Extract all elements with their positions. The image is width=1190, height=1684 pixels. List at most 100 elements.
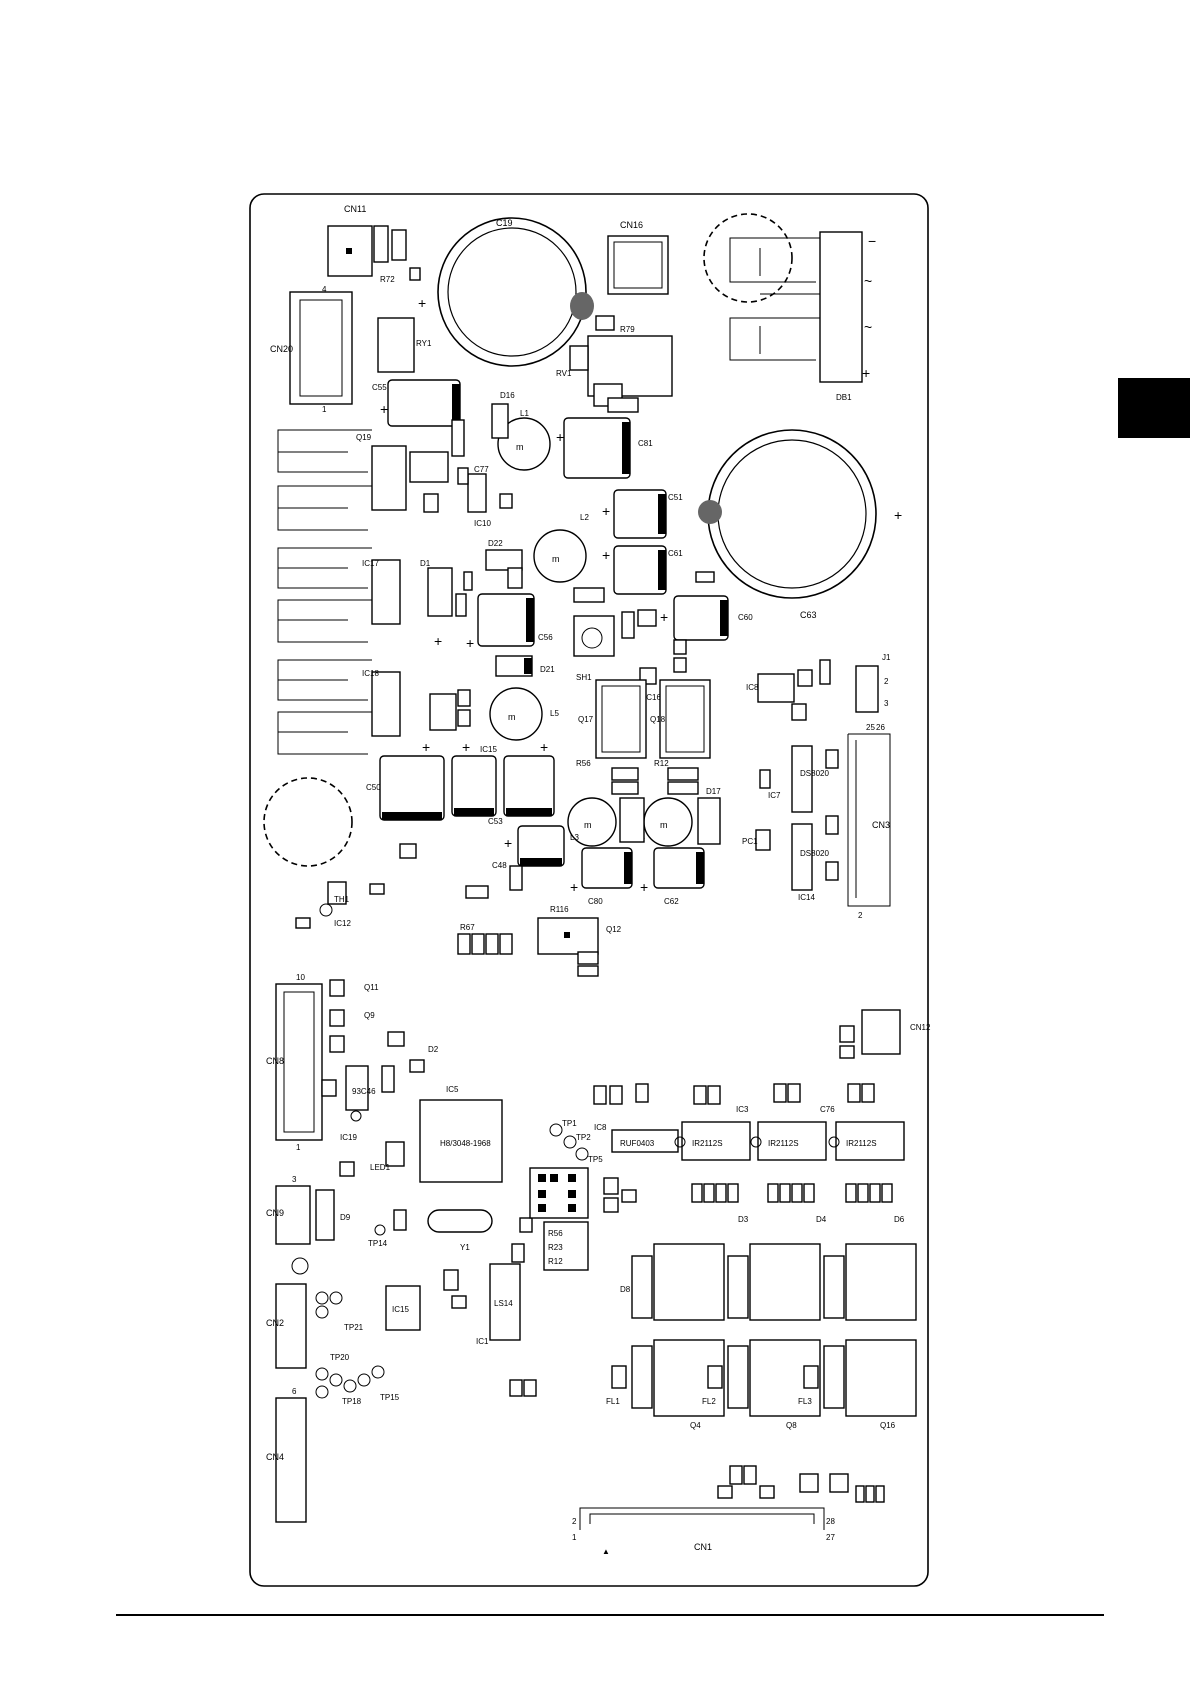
svg-text:1: 1: [296, 1143, 301, 1152]
resistor-r82: [797, 669, 813, 687]
svg-text:C80: C80: [588, 897, 603, 906]
svg-text:C61: C61: [668, 549, 683, 558]
resistor-r44: [707, 1085, 721, 1105]
svg-text:R12: R12: [654, 759, 669, 768]
svg-text:+: +: [504, 835, 512, 851]
resistor-r67: [603, 1197, 619, 1213]
svg-text:IC16: IC16: [644, 693, 661, 702]
svg-text:IC15: IC15: [480, 745, 497, 754]
svg-text:IC19: IC19: [340, 1133, 357, 1142]
svg-text:PC1: PC1: [742, 837, 758, 846]
ic10-body: [467, 473, 487, 513]
svg-text:D2: D2: [428, 1045, 439, 1054]
connector-cn3: CN3 25 26 2: [847, 723, 891, 920]
relay-ry1: RY1: [377, 317, 432, 373]
svg-text:28: 28: [826, 1517, 835, 1526]
svg-text:IC17: IC17: [362, 559, 379, 568]
svg-text:2: 2: [884, 677, 889, 686]
resistor-r22: [825, 815, 839, 835]
svg-text:IC3: IC3: [736, 1105, 749, 1114]
svg-text:R72: R72: [380, 275, 395, 284]
connector-cn9: CN9 3 D9: [266, 1175, 351, 1245]
electrolytic-cap-c60: + C60: [660, 595, 753, 641]
resistor-r110: [637, 609, 657, 627]
svg-text:93C46: 93C46: [352, 1087, 376, 1096]
svg-text:CN8: CN8: [266, 1056, 284, 1066]
svg-text:CN11: CN11: [344, 204, 366, 214]
inductor-l2: L2 m: [533, 513, 589, 583]
svg-text:D1: D1: [420, 559, 431, 568]
resistor-r40: [799, 1473, 819, 1493]
resistor-r42: [829, 1473, 849, 1493]
svg-text:m: m: [508, 712, 516, 722]
optocoupler-ic7: DS8020 IC7: [768, 745, 829, 813]
svg-text:IR2112S: IR2112S: [846, 1139, 877, 1148]
resistor-r70: [635, 1083, 649, 1103]
cap-c84: [295, 917, 311, 929]
svg-text:LED1: LED1: [370, 1163, 391, 1172]
resistor-r76: [673, 639, 687, 655]
inductor-l3: L3 m: [567, 797, 617, 847]
svg-text:CN2: CN2: [266, 1318, 284, 1328]
svg-text:C48: C48: [492, 861, 507, 870]
svg-text:TH1: TH1: [334, 895, 350, 904]
electrolytic-cap-c62: +: [503, 739, 555, 817]
svg-text:~: ~: [864, 319, 872, 335]
svg-text:TP20: TP20: [330, 1353, 350, 1362]
svg-text:R56: R56: [548, 1229, 563, 1238]
filter-fl3: [803, 1365, 819, 1389]
svg-text:3: 3: [292, 1175, 297, 1184]
resistor-r65: [593, 1085, 607, 1105]
resistor-r1: [509, 1379, 523, 1397]
cap-c40: [451, 1295, 467, 1309]
ic8-body: [757, 673, 795, 703]
filter-fl1: [611, 1365, 627, 1389]
resistor-r127: [621, 611, 635, 639]
svg-text:FL2: FL2: [702, 1397, 716, 1406]
pc1-body: [755, 829, 771, 851]
svg-text:C56: C56: [538, 633, 553, 642]
cap-c82: [695, 571, 715, 583]
svg-text:+: +: [640, 879, 648, 895]
connector-cn4: CN4 6: [266, 1387, 307, 1523]
svg-text:R12: R12: [548, 1257, 563, 1266]
resistor-r51: [743, 1465, 757, 1485]
svg-text:+: +: [462, 739, 470, 755]
resistor-r16: [825, 749, 839, 769]
diode-d16: [491, 403, 509, 439]
svg-text:Y1: Y1: [460, 1243, 470, 1252]
board-outline: [249, 193, 929, 1587]
svg-text:C60: C60: [738, 613, 753, 622]
svg-text:C51: C51: [668, 493, 683, 502]
svg-text:C53: C53: [488, 817, 503, 826]
gate-driver-ir2112s-3: IR2112S: [828, 1121, 905, 1161]
svg-text:CN4: CN4: [266, 1452, 284, 1462]
heatsink-ic17: IC17: [277, 547, 401, 643]
ic1-ls14: LS14 IC1: [476, 1263, 521, 1346]
svg-text:C63: C63: [800, 610, 817, 620]
svg-text:L2: L2: [580, 513, 589, 522]
svg-text:FL1: FL1: [606, 1397, 620, 1406]
cap-c31: [381, 1065, 395, 1093]
resistor-array-right: [845, 1183, 893, 1203]
resistor-r64: [609, 1085, 623, 1105]
cap-c59: [457, 689, 471, 707]
svg-text:m: m: [584, 820, 592, 830]
svg-text:~: ~: [864, 273, 872, 289]
test-points-cluster: TP20 TP21 TP18 TP15: [315, 1291, 400, 1406]
svg-text:1: 1: [322, 405, 327, 414]
svg-text:Q19: Q19: [356, 433, 372, 442]
electrolytic-cap-c55: C55 +: [372, 379, 461, 427]
svg-text:TP14: TP14: [368, 1239, 388, 1248]
svg-text:TP5: TP5: [588, 1155, 603, 1164]
resistor-r46: [499, 493, 513, 509]
svg-text:25: 25: [866, 723, 875, 732]
svg-text:2: 2: [858, 911, 863, 920]
resistor-r101: [847, 1083, 861, 1103]
svg-text:Q8: Q8: [786, 1421, 797, 1430]
svg-text:IR2112S: IR2112S: [768, 1139, 799, 1148]
svg-text:FL3: FL3: [798, 1397, 812, 1406]
svg-text:IC1: IC1: [476, 1337, 489, 1346]
svg-text:+: +: [602, 503, 610, 519]
svg-text:Q9: Q9: [364, 1011, 375, 1020]
